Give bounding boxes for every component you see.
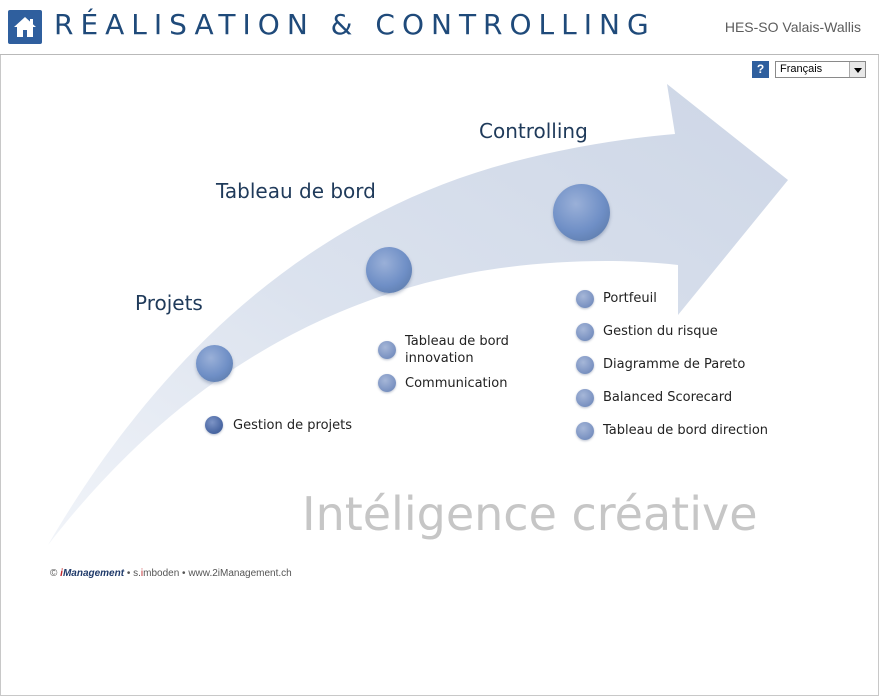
controlling-item-portfeuil[interactable]: Portfeuil (603, 291, 657, 306)
stage-controlling-title: Controlling (479, 119, 588, 143)
controlling-item-bullet[interactable] (576, 356, 594, 374)
projets-item-gestion-de-projets[interactable]: Gestion de projets (233, 418, 353, 433)
help-button[interactable]: ? (752, 61, 769, 78)
language-select[interactable]: Français (775, 61, 866, 78)
stage-projets-bubble[interactable] (196, 345, 233, 382)
stage-controlling-bubble[interactable] (553, 184, 610, 241)
controlling-item-gestion-risque[interactable]: Gestion du risque (603, 324, 718, 339)
page-title: RÉALISATION & CONTROLLING (54, 8, 656, 41)
controlling-item-bullet[interactable] (576, 422, 594, 440)
language-value: Français (780, 63, 823, 75)
projets-item-bullet[interactable] (205, 416, 223, 434)
stage-tableau-title: Tableau de bord (216, 179, 376, 203)
stage-tableau-bubble[interactable] (366, 247, 412, 293)
controlling-item-tableau-direction[interactable]: Tableau de bord direction (603, 423, 769, 438)
brand-prefix: i (60, 568, 63, 579)
tagline: Intéligence créative (302, 487, 758, 541)
controlling-item-balanced-scorecard[interactable]: Balanced Scorecard (603, 390, 733, 405)
copyright-symbol: © (50, 568, 58, 579)
brand-name: iManagement (60, 568, 124, 579)
chevron-down-icon[interactable] (849, 62, 865, 77)
controlling-item-bullet[interactable] (576, 323, 594, 341)
tableau-item-innovation[interactable]: Tableau de bord innovation (405, 334, 509, 366)
controlling-item-bullet[interactable] (576, 389, 594, 407)
tableau-item-bullet[interactable] (378, 374, 396, 392)
brand-rest: Management (62, 568, 125, 579)
home-button[interactable] (8, 10, 42, 44)
author-rest: mboden • www.2iManagement.ch (143, 568, 292, 579)
footer-copyright: © iManagement • s.imboden • www.2iManage… (50, 568, 292, 579)
tableau-item-communication[interactable]: Communication (405, 376, 508, 391)
footer-sep: • s. (124, 568, 141, 579)
controlling-item-bullet[interactable] (576, 290, 594, 308)
tableau-item-bullet[interactable] (378, 341, 396, 359)
author-accent: i (140, 568, 144, 579)
school-name: HES-SO Valais-Wallis (724, 19, 861, 35)
stage-projets-title: Projets (135, 291, 203, 315)
header-bar: RÉALISATION & CONTROLLING HES-SO Valais-… (0, 0, 879, 55)
home-icon (14, 17, 36, 37)
controlling-item-pareto[interactable]: Diagramme de Pareto (603, 357, 746, 372)
